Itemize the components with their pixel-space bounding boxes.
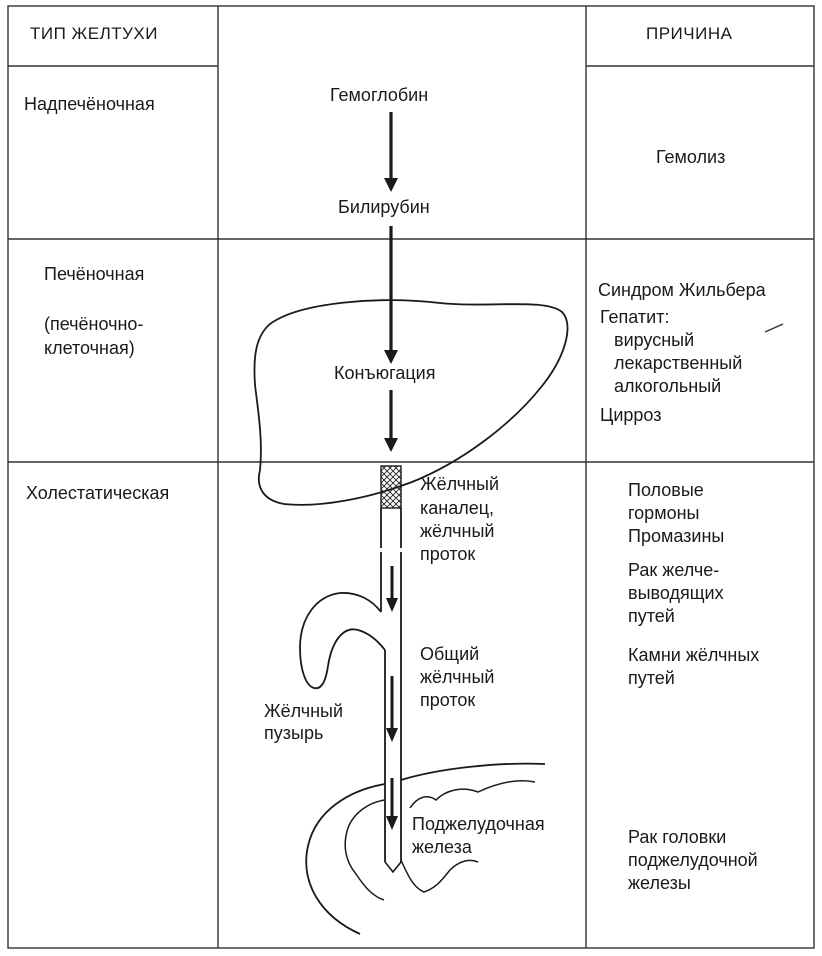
cause-biliary-cancer-3: путей: [628, 606, 675, 626]
pathway-hemoglobin: Гемоглобин: [330, 85, 429, 105]
duodenum-outline: [305, 762, 546, 935]
label-gallbladder-1: Жёлчный: [264, 701, 344, 721]
cause-pancreatic-head-cancer-1: Рак головки: [628, 827, 727, 847]
header-type-label: ТИП ЖЕЛТУХИ: [30, 24, 158, 43]
cause-hemolysis: Гемолиз: [656, 147, 726, 167]
cause-promazines: Промазины: [628, 526, 725, 546]
pathway-bilirubin: Билирубин: [338, 197, 430, 217]
label-pancreas-1: Поджелудочная: [412, 814, 545, 834]
type-hepatic-sub-1: (печёночно-: [44, 314, 144, 334]
pancreas-outline: [344, 780, 536, 901]
annotation-mark: [764, 323, 784, 333]
cause-gilbert: Синдром Жильбера: [598, 280, 766, 300]
cause-hepatitis-drug: лекарственный: [614, 353, 743, 373]
label-common-bile-duct-1: Общий: [420, 644, 480, 664]
type-hepatic-sub-2: клеточная): [44, 338, 135, 358]
liver-outline: [253, 299, 569, 506]
label-bile-canaliculus-3: жёлчный: [420, 521, 495, 541]
cause-pancreatic-head-cancer-2: поджелудочной: [628, 850, 758, 870]
type-prehepatic: Надпечёночная: [24, 94, 155, 114]
header-cause-label: ПРИЧИНА: [646, 24, 733, 43]
gallbladder-outline: [299, 592, 386, 690]
cause-hepatitis: Гепатит:: [600, 307, 670, 327]
label-gallbladder-2: пузырь: [264, 723, 324, 743]
bile-duct: [380, 508, 402, 862]
label-pancreas-2: железа: [412, 837, 472, 857]
label-common-bile-duct-3: проток: [420, 690, 476, 710]
cause-biliary-cancer-2: выводящих: [628, 583, 724, 603]
table-grid: [7, 5, 815, 949]
cause-pancreatic-head-cancer-3: железы: [628, 873, 691, 893]
label-bile-canaliculus-2: каналец,: [420, 498, 495, 518]
cause-hepatitis-viral: вирусный: [614, 330, 695, 350]
cause-cirrhosis: Цирроз: [600, 405, 662, 425]
label-bile-canaliculus-4: проток: [420, 544, 476, 564]
pathway-arrows: [384, 112, 398, 452]
label-common-bile-duct-2: жёлчный: [420, 667, 495, 687]
type-hepatic: Печёночная: [44, 264, 145, 284]
cause-gallstones-2: путей: [628, 668, 675, 688]
cause-gallstones-1: Камни жёлчных: [628, 645, 760, 665]
pathway-conjugation: Конъюгация: [334, 363, 436, 383]
bile-canaliculus-mesh: [380, 465, 402, 509]
cause-sex-hormones-1: Половые: [628, 480, 704, 500]
cause-biliary-cancer-1: Рак желче-: [628, 560, 720, 580]
cause-sex-hormones-2: гормоны: [628, 503, 700, 523]
cause-hepatitis-alcohol: алкогольный: [614, 376, 722, 396]
label-bile-canaliculus-1: Жёлчный: [420, 474, 500, 494]
duct-ampulla: [384, 861, 402, 874]
type-cholestatic: Холестатическая: [26, 483, 170, 503]
duct-arrows: [386, 566, 398, 830]
